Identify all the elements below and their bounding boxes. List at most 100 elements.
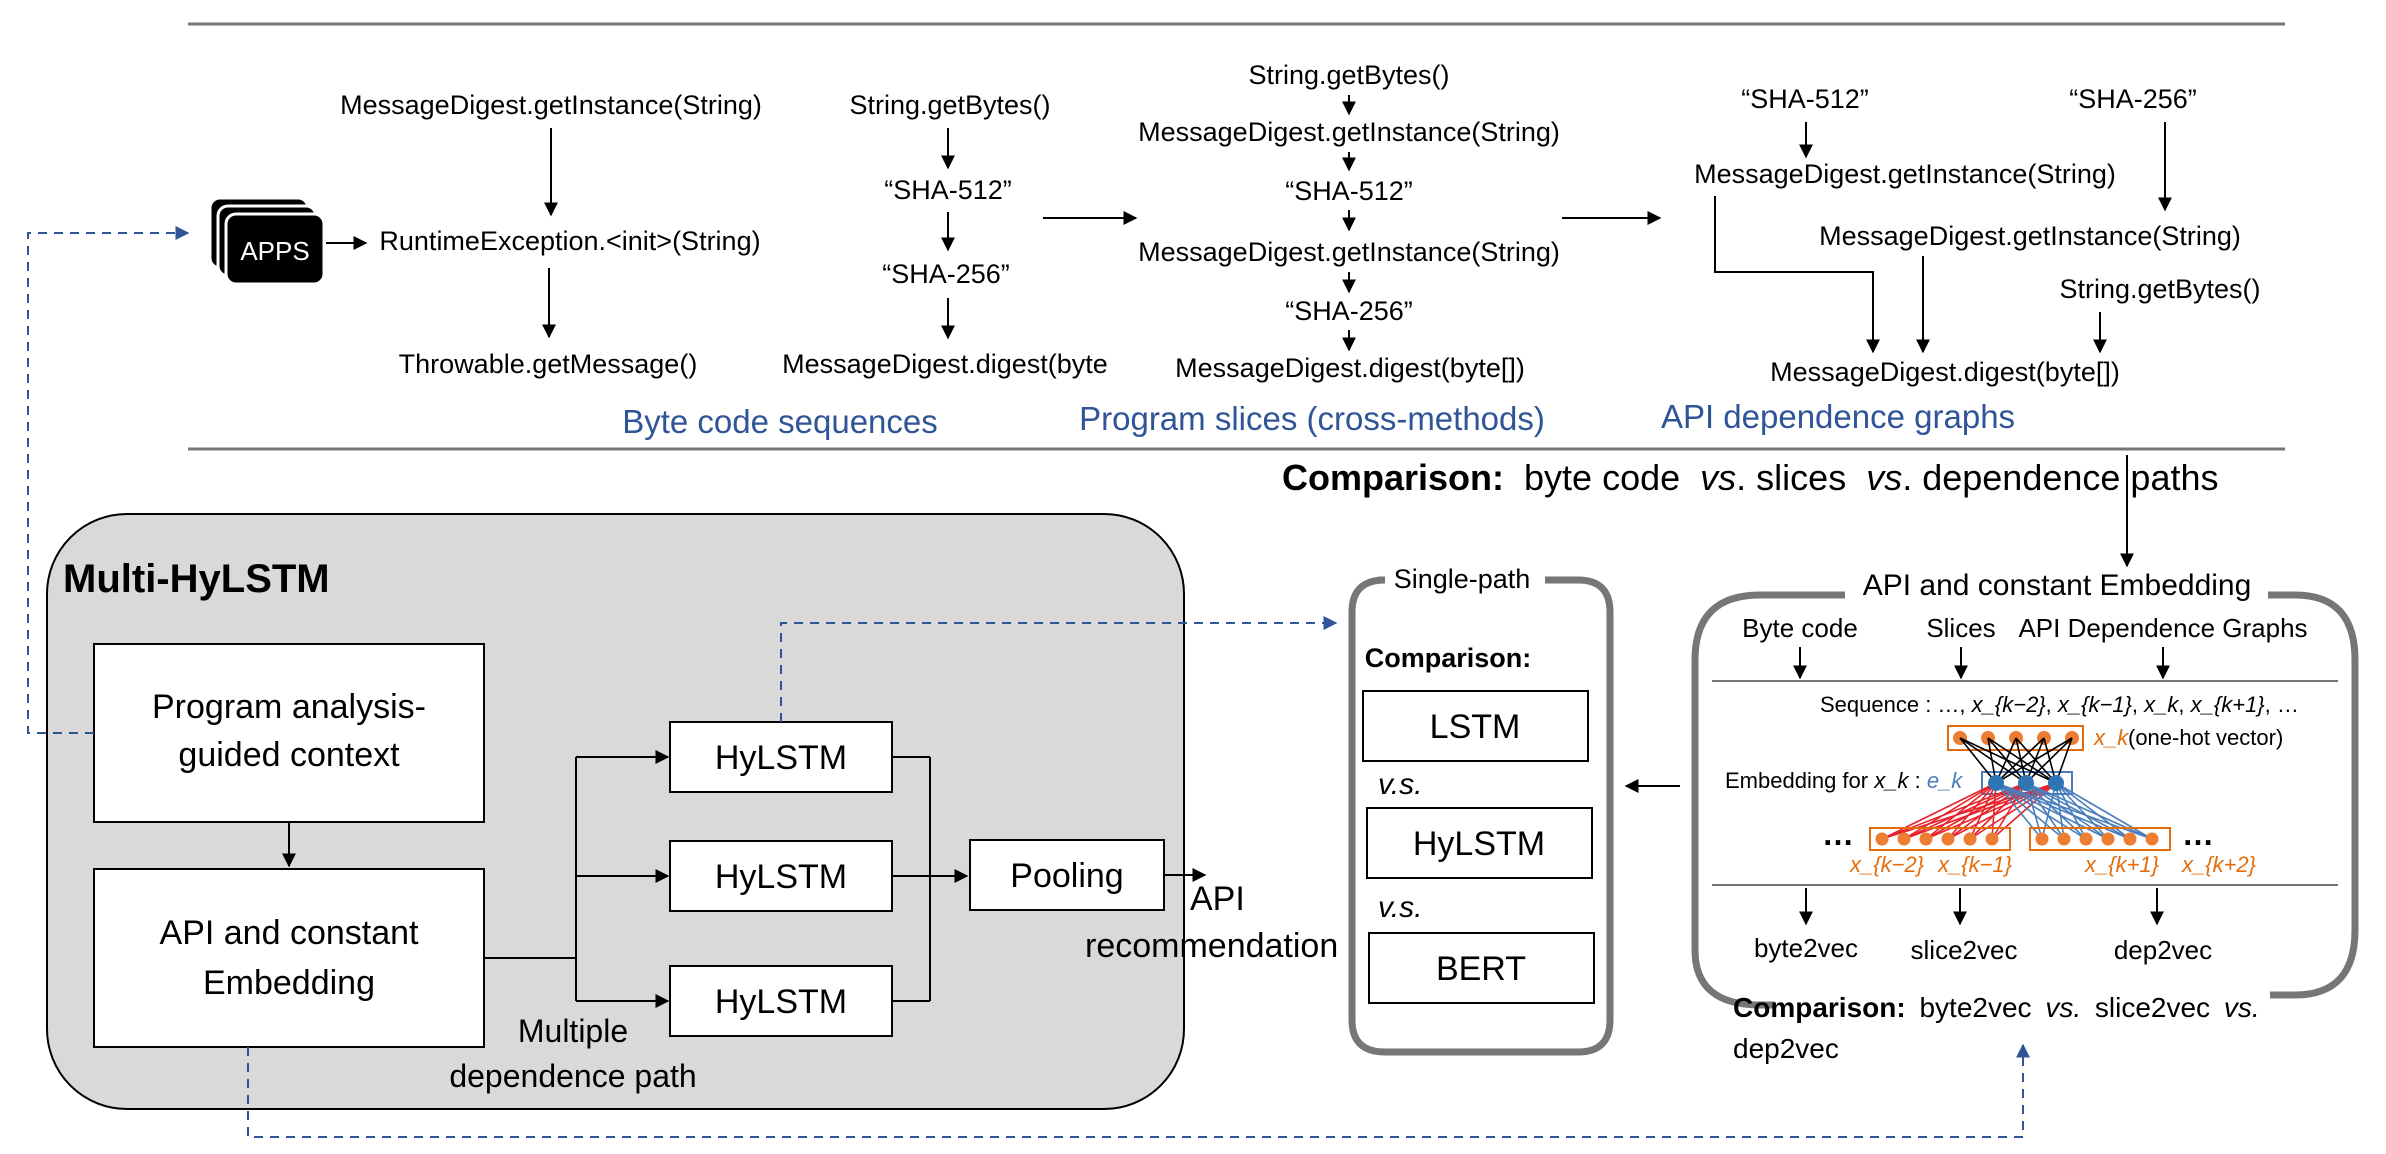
bytecode-title: Byte code sequences <box>622 403 938 440</box>
onehot-link-4-1 <box>2025 737 2073 784</box>
context-left-link-5-0 <box>1991 782 1997 840</box>
sequence-term-2: x_{k−1} <box>2057 692 2133 717</box>
context-right-node-2 <box>2079 832 2093 846</box>
embedding-panel: API and constant Embedding Byte code Sli… <box>1691 569 2359 1064</box>
top-comparison-part-3: . dependence paths <box>1902 457 2218 498</box>
bytecode-column: MessageDigest.getInstance(String) Runtim… <box>340 90 938 440</box>
bert-label: BERT <box>1436 950 1526 988</box>
slices-node-3: “SHA-512” <box>1285 176 1413 206</box>
slices-column: String.getBytes() MessageDigest.getInsta… <box>1079 60 1560 437</box>
embedding-box-line-1: API and constant <box>160 914 420 952</box>
context-left-link-2-2 <box>1925 782 2057 840</box>
context-right-link-0-0 <box>1995 782 2043 840</box>
slices-title: Program slices (cross-methods) <box>1079 400 1545 437</box>
top-comparison: Comparison: byte code vs. slices vs. dep… <box>1282 457 2218 498</box>
lstm-box <box>1362 690 1589 762</box>
context-label-2: x_{k−1} <box>1937 852 2013 877</box>
context-right-link-1-2 <box>2055 782 2065 840</box>
vs-label-1: v.s. <box>1378 768 1422 801</box>
context-right-link-1-0 <box>1995 782 2065 840</box>
context-left-link-0-0 <box>1881 782 1997 840</box>
context-left-link-2-1 <box>1925 782 2027 840</box>
context-right-link-2-2 <box>2055 782 2087 840</box>
context-right-link-1-1 <box>2025 782 2065 840</box>
sequence-term-4: x_{k+1} <box>2190 692 2266 717</box>
context-left-link-0-1 <box>1881 782 2027 840</box>
top-comparison-bold: Comparison: <box>1282 457 1504 498</box>
embedding-comparison-vs-2: vs. <box>2224 992 2260 1023</box>
onehot-link-4-0 <box>1995 737 2073 784</box>
context-right-node-0 <box>2035 832 2049 846</box>
context-nodes <box>1875 832 2159 846</box>
embedding-comparison-slice2vec: slice2vec <box>2095 992 2210 1023</box>
graphs-title: API dependence graphs <box>1661 398 2015 435</box>
multipath-label-line-1: Multiple <box>518 1013 628 1049</box>
dashed-context-to-apps <box>27 226 190 734</box>
sequence-line: Sequence : …, x_{k−2}, x_{k−1}, x_k, x_{… <box>1820 692 2299 717</box>
vs-label-2: v.s. <box>1378 891 1422 924</box>
context-left-link-2-0 <box>1925 782 1997 840</box>
hylstm-single-label: HyLSTM <box>1413 825 1545 863</box>
lstm-label: LSTM <box>1430 708 1521 746</box>
embedding-comparison-line-2: dep2vec <box>1733 1033 1839 1064</box>
graphs-node-sha512: “SHA-512” <box>1741 84 1869 114</box>
embedding-comparison-vs-1: vs. <box>2045 992 2081 1023</box>
graphs-node-sha256: “SHA-256” <box>2069 84 2197 114</box>
onehot-link-0-0 <box>1959 737 1997 784</box>
ellipsis-left: … <box>1822 816 1854 852</box>
hylstm-box-1 <box>669 721 893 793</box>
single-path-comparison: Comparison: <box>1365 643 1532 673</box>
context-right-node-3 <box>2101 832 2115 846</box>
ellipsis-right: … <box>2182 816 2214 852</box>
graphs-column: “SHA-512” “SHA-256” MessageDigest.getIns… <box>1661 84 2261 435</box>
context-left-link-3-2 <box>1947 782 2057 840</box>
context-box-line-1: Program analysis- <box>152 688 426 726</box>
multipath-label-line-2: dependence path <box>449 1058 696 1094</box>
context-box <box>93 643 485 823</box>
context-right-link-3-2 <box>2055 782 2109 840</box>
embedding-comparison-line-1: Comparison: byte2vec vs. slice2vec vs. <box>1733 992 2260 1023</box>
context-label-4: x_{k+2} <box>2181 852 2257 877</box>
onehot-link-2-0 <box>1995 737 2017 784</box>
context-left-link-3-0 <box>1947 782 1997 840</box>
onehot-xk-label: x_k <box>2093 725 2129 750</box>
embedding-comparison-bold: Comparison: <box>1733 992 1906 1023</box>
context-right-link-5-2 <box>2055 782 2153 840</box>
embedding-box-line-2: Embedding <box>203 964 375 1002</box>
context-right-link-0-1 <box>2025 782 2043 840</box>
context-left-node-1 <box>1897 832 1911 846</box>
dashed-hylstm-to-single <box>780 616 1338 722</box>
context-left-node-4 <box>1963 832 1977 846</box>
context-label-3: x_{k+1} <box>2084 852 2160 877</box>
context-box-right <box>2029 827 2171 851</box>
bytecode-node-3: Throwable.getMessage() <box>399 349 698 379</box>
graphs-node-getinstance-2: MessageDigest.getInstance(String) <box>1819 221 2241 251</box>
single-path-panel: Single-path Comparison: LSTM v.s. HyLSTM… <box>1348 564 1614 1056</box>
sequence-column: String.getBytes() “SHA-512” “SHA-256” Me… <box>782 90 1108 379</box>
dashed-embedding-to-embpanel <box>247 1043 2030 1138</box>
context-right-link-2-0 <box>1995 782 2087 840</box>
embedding-for-label: Embedding for x_k : e_k <box>1725 768 1963 793</box>
context-left-link-1-2 <box>1903 782 2057 840</box>
graphs-node-digest: MessageDigest.digest(byte[]) <box>1770 357 2120 387</box>
embedding-panel-title: API and constant Embedding <box>1863 569 2252 602</box>
slices-node-5: “SHA-256” <box>1285 296 1413 326</box>
context-right-link-3-1 <box>2025 782 2109 840</box>
context-right-node-1 <box>2057 832 2071 846</box>
context-left-node-5 <box>1985 832 1999 846</box>
context-right-node-5 <box>2145 832 2159 846</box>
ek-node-0 <box>1988 775 2004 791</box>
sequence-suffix: , … <box>2265 692 2299 717</box>
context-left-node-3 <box>1941 832 1955 846</box>
multi-hylstm-panel: Multi-HyLSTM Program analysis- guided co… <box>46 513 1338 1110</box>
context-right-link-4-2 <box>2055 782 2131 840</box>
dashed-connectors <box>27 226 2030 1138</box>
context-right-link-5-1 <box>2025 782 2153 840</box>
hylstm-box-3-label: HyLSTM <box>715 983 847 1021</box>
single-path-title: Single-path <box>1394 564 1531 594</box>
context-right-link-0-2 <box>2041 782 2057 840</box>
output-label-line-2: recommendation <box>1085 927 1338 965</box>
graphs-node-getinstance-1: MessageDigest.getInstance(String) <box>1694 159 2116 189</box>
context-left-link-4-0 <box>1969 782 1997 840</box>
pooling-label: Pooling <box>1010 857 1123 895</box>
